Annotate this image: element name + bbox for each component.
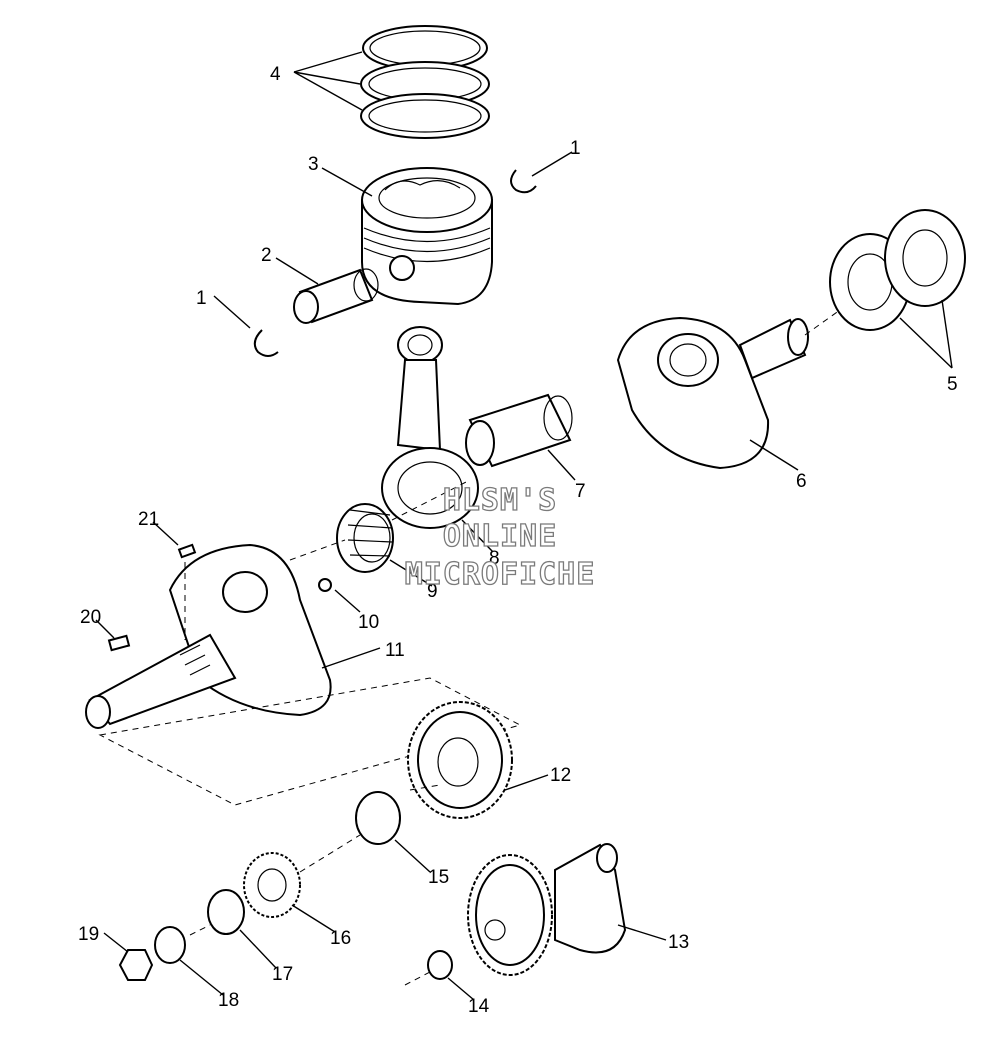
nut-19: [118, 949, 154, 981]
label-13: 13: [668, 932, 689, 953]
washer-18: [154, 926, 186, 964]
label-6: 6: [796, 471, 807, 492]
nut-17: [207, 889, 245, 935]
sprocket-16: [243, 852, 301, 918]
assembly-centerlines: [184, 309, 841, 986]
watermark-line-2: ONLINE: [443, 519, 557, 554]
crank-half-right: [616, 316, 809, 470]
ball-bearings: [829, 209, 966, 331]
label-9: 9: [427, 581, 438, 602]
label-14: 14: [468, 996, 490, 1017]
needle-bearing: [336, 503, 394, 573]
label-5: 5: [947, 374, 958, 395]
piston-pin: [293, 268, 379, 324]
callout-labels: 4 3 1 2 1 5 6 7 8 9 10 11 21 20 12 15 16…: [78, 64, 958, 1017]
label-2: 2: [261, 245, 272, 266]
subassembly-outline: [98, 677, 522, 806]
balancer-shaft: [467, 843, 627, 976]
label-11: 11: [385, 640, 405, 661]
label-16: 16: [330, 928, 351, 949]
label-15: 15: [428, 867, 449, 888]
leader-lines: [95, 51, 953, 1001]
label-3: 3: [308, 154, 319, 175]
key-20: [107, 634, 131, 652]
key-21: [177, 543, 197, 559]
watermark-line-1: HLSM'S: [443, 483, 557, 518]
label-17: 17: [272, 964, 293, 985]
label-21: 21: [138, 509, 159, 530]
circlip-lower: [253, 329, 279, 357]
piston: [361, 167, 493, 306]
label-20: 20: [80, 607, 101, 628]
label-8: 8: [489, 548, 500, 569]
label-4: 4: [270, 64, 281, 85]
washer-15: [355, 791, 401, 845]
drive-gear: [407, 701, 513, 819]
label-12: 12: [550, 765, 571, 786]
crank-half-left: [85, 543, 332, 729]
label-19: 19: [78, 924, 99, 945]
label-18: 18: [218, 990, 239, 1011]
label-1-lower: 1: [196, 288, 207, 309]
piston-rings: [360, 25, 490, 139]
washer-14: [427, 950, 453, 980]
connecting-rod: [381, 326, 479, 529]
crank-pin: [465, 393, 573, 468]
circlip-upper: [510, 169, 537, 194]
label-10: 10: [358, 612, 379, 633]
label-1-upper: 1: [570, 138, 581, 159]
label-7: 7: [575, 481, 586, 502]
watermark: HLSM'S ONLINE MICROFICHE: [404, 482, 596, 592]
ball-10: [318, 578, 332, 592]
watermark-line-3: MICROFICHE: [405, 557, 596, 592]
